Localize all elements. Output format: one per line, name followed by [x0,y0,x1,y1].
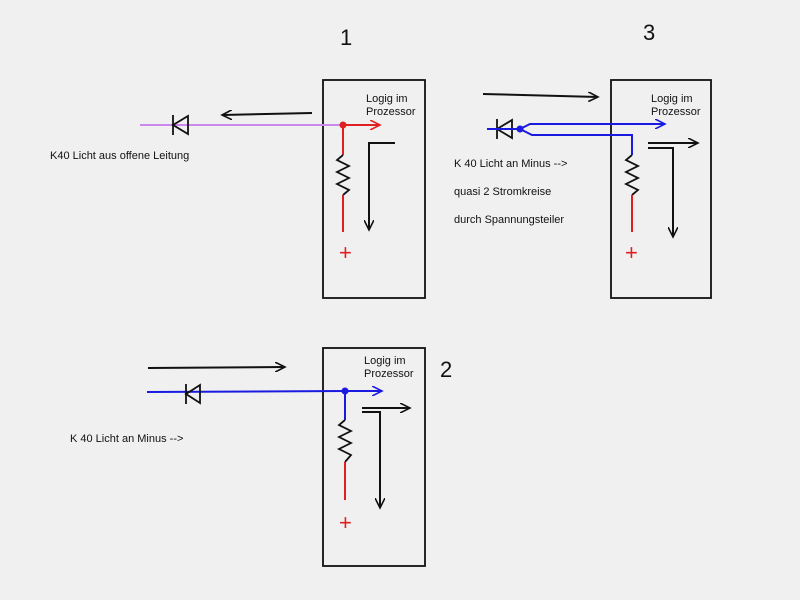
processor-box-2 [322,347,426,567]
logic-label-1: Logig im Prozessor [366,93,416,119]
led-icon-2 [184,383,201,405]
panel-number-3: 3 [643,20,656,45]
resistor-icon-2 [336,419,354,463]
led-icon-1 [171,114,189,136]
caption-3-line2: quasi 2 Stromkreise [454,186,552,198]
logic-label-1-line1: Logig im [366,93,408,105]
panel-3 [482,79,712,299]
caption-3-line3: durch Spannungsteiler [454,214,565,226]
plus-sign-3: + [625,240,638,265]
panel-1 [140,79,426,299]
logic-label-3-line1: Logig im [651,93,693,105]
processor-box-3 [610,79,712,299]
logic-label-2-line1: Logig im [364,355,406,367]
logic-label-2-line2: Prozessor [364,368,414,380]
plus-sign-2: + [339,510,352,535]
resistor-icon-3 [623,154,641,196]
caption-1: K40 Licht aus offene Leitung [50,150,190,162]
caption-2: K 40 Licht an Minus --> [70,433,184,445]
current-arrow-1 [369,142,395,230]
plus-sign-1: + [339,240,352,265]
left-arrow-1 [222,113,313,115]
resistor-icon-1 [334,154,352,196]
current-arrow-3 [648,147,673,237]
logic-label-3: Logig im Prozessor [651,93,701,119]
current-arrow-2 [362,411,380,508]
caption-3-line1: K 40 Licht an Minus --> [454,158,568,170]
panel-number-2: 2 [440,357,453,382]
logic-label-3-line2: Prozessor [651,106,701,118]
logic-label-1-line2: Prozessor [366,106,416,118]
panel-number-1: 1 [340,25,353,50]
logic-label-2: Logig im Prozessor [364,355,414,381]
top-arrow-3 [482,94,598,97]
processor-box-1 [322,79,426,299]
panel-2 [146,347,426,567]
top-arrow-2 [147,367,285,368]
